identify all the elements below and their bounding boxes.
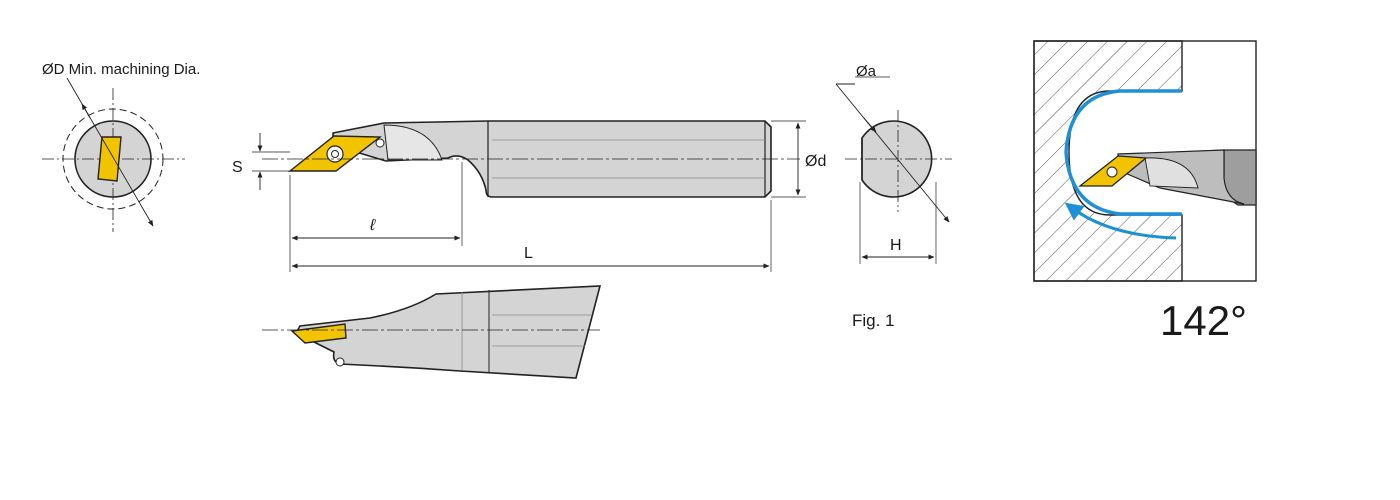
d-label: Ød (805, 153, 826, 170)
toolpath-arrow (1064, 89, 1182, 216)
l-small-label: ℓ (369, 217, 376, 234)
h-label: H (890, 237, 902, 254)
min-dia-leader-arrow2 (81, 103, 91, 119)
bottom-shank (294, 285, 602, 379)
min-dia-label: ØD Min. machining Dia. (42, 61, 200, 78)
end-view-right: Øa H (835, 63, 952, 264)
insert-screw (326, 145, 344, 163)
bottom-view (262, 285, 602, 379)
a-label: Øa (856, 63, 877, 80)
side-view: S ℓ L Ød (232, 120, 826, 272)
min-dia-leader (66, 77, 154, 227)
end-view-left: ØD Min. machining Dia. (42, 61, 200, 232)
workpiece (1033, 40, 1183, 282)
figure-caption: Fig. 1 (852, 311, 895, 330)
angle-label: 142° (1160, 297, 1247, 344)
machining-illustration (1033, 40, 1257, 282)
insert-bottom (290, 323, 347, 344)
s-label: S (232, 159, 243, 176)
l-big-label: L (524, 245, 533, 262)
insert-end-left (97, 136, 122, 182)
